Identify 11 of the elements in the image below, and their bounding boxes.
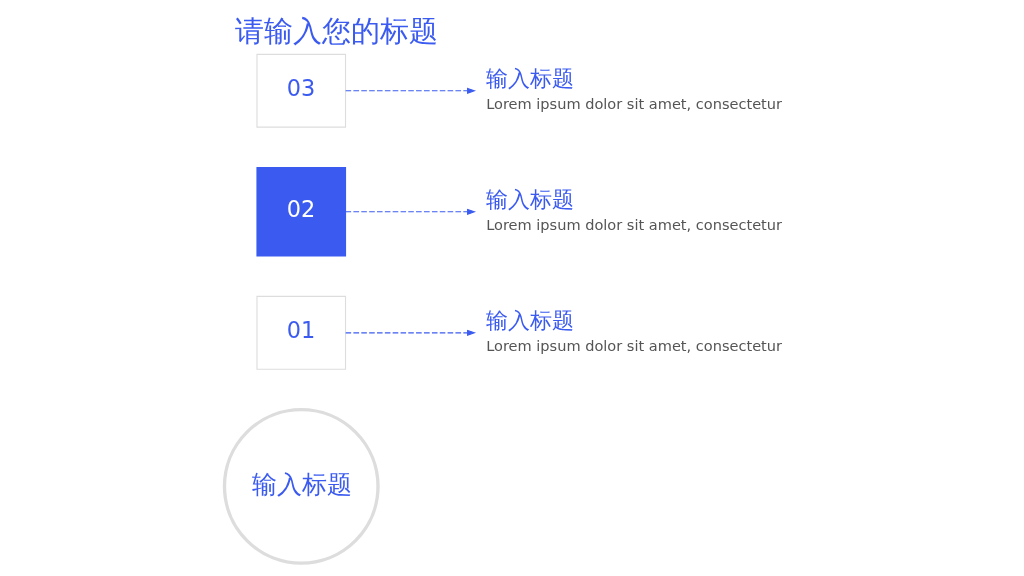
arrow — [344, 87, 476, 94]
node-text: 输入标题 Lorem ipsum dolor sit amet, consectetur — [485, 65, 782, 113]
node-text: 输入标题 Lorem ipsum dolor sit amet, consectetur — [485, 307, 782, 355]
node-box: 02 — [255, 166, 346, 257]
node-circle: 输入标题 — [222, 407, 380, 565]
node-text: 输入标题 Lorem ipsum dolor sit amet, consectetur — [485, 186, 782, 234]
arrow — [344, 329, 476, 336]
arrow — [344, 208, 476, 215]
node-box: 03 — [255, 53, 346, 128]
diagram-title: 请输入您的标题 — [234, 13, 438, 48]
node-box: 01 — [255, 295, 346, 370]
